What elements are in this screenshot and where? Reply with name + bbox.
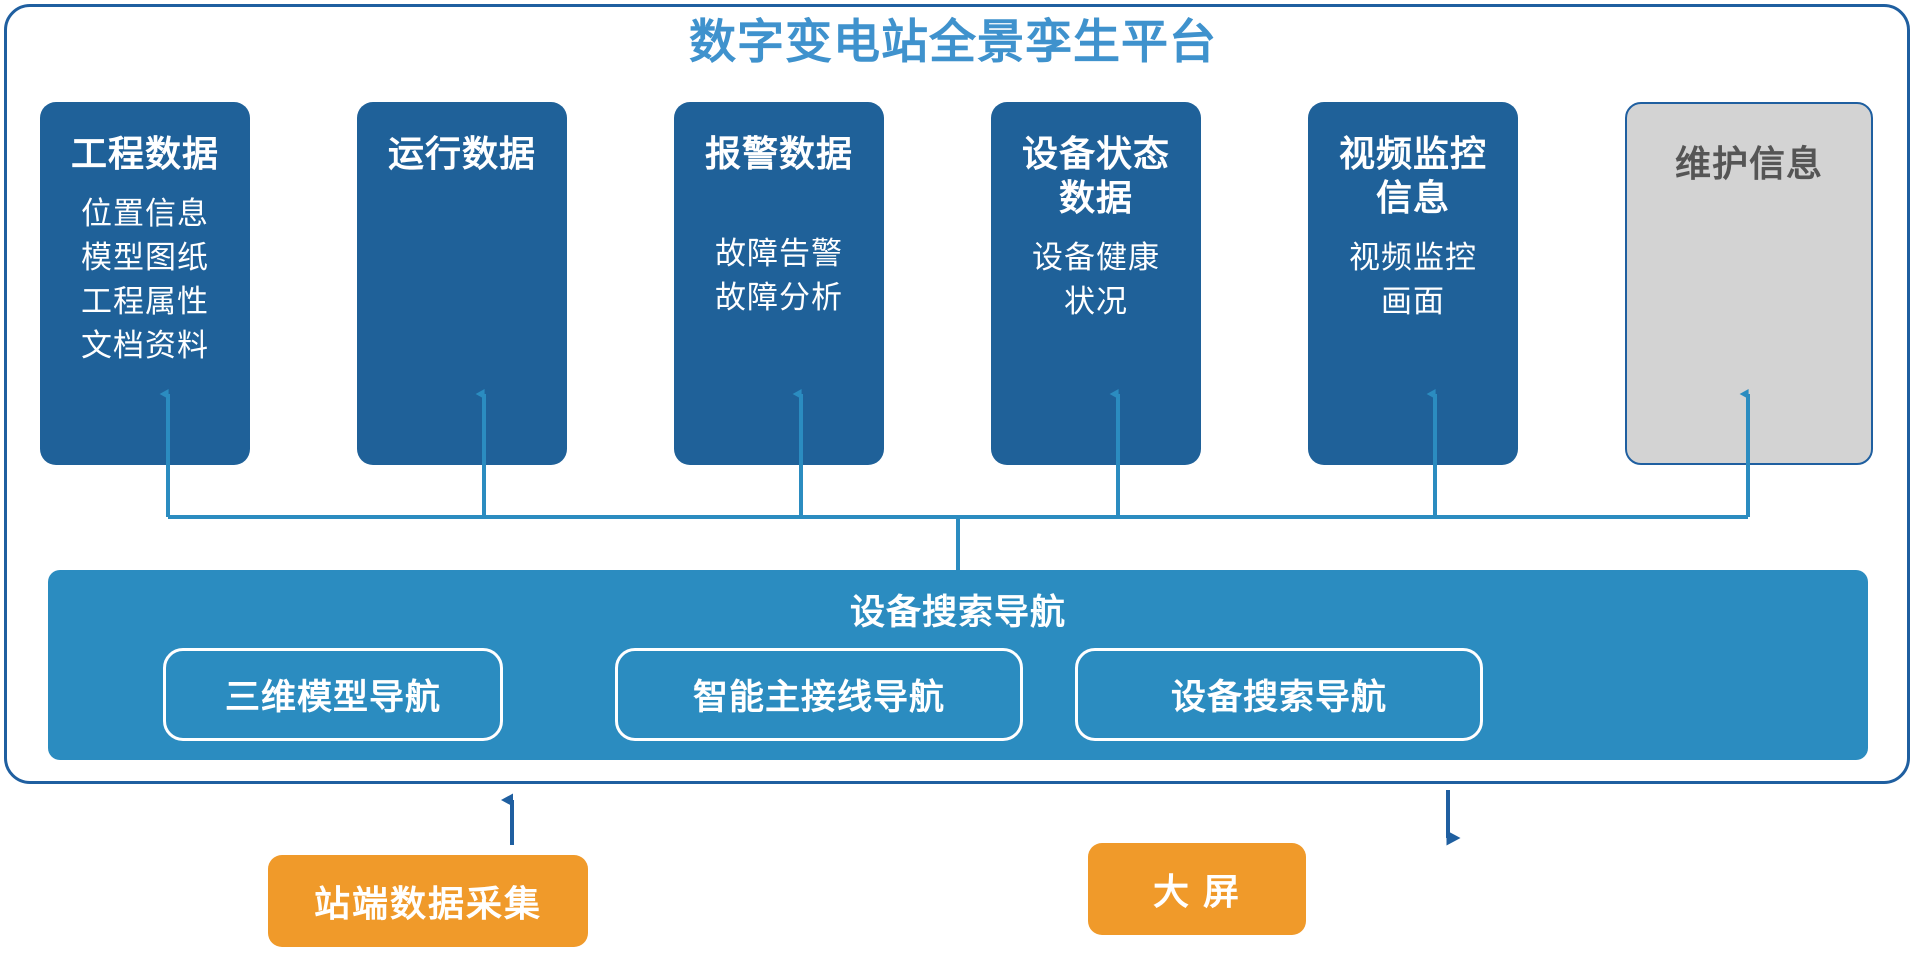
big-screen-label: 大 屏 — [1152, 871, 1241, 912]
card-item: 状况 — [1064, 283, 1128, 319]
data-card-operation[interactable]: 运行数据 — [357, 102, 567, 465]
card-item: 设备健康 — [1032, 239, 1160, 275]
data-card-device-status[interactable]: 设备状态 数据 设备健康 状况 — [991, 102, 1201, 465]
card-title-line2: 信息 — [1375, 176, 1450, 218]
nav-band-title: 设备搜索导航 — [849, 593, 1066, 632]
card-title: 运行数据 — [387, 133, 536, 174]
card-item: 画面 — [1381, 283, 1445, 319]
nav-pill-3d-model[interactable]: 三维模型导航 — [163, 648, 503, 741]
card-title: 工程数据 — [70, 133, 219, 174]
card-item-list: 故障告警 故障分析 — [682, 232, 876, 320]
data-card-video-monitoring[interactable]: 视频监控 信息 视频监控 画面 — [1308, 102, 1518, 465]
nav-pill-label: 设备搜索导航 — [1170, 678, 1387, 717]
card-item: 文档资料 — [81, 327, 209, 363]
card-item: 工程属性 — [81, 283, 209, 319]
card-item: 模型图纸 — [81, 239, 209, 275]
card-item-list: 位置信息 模型图纸 工程属性 文档资料 — [48, 192, 242, 368]
card-title: 设备状态 数据 — [999, 132, 1193, 220]
station-data-collection-label: 站端数据采集 — [313, 883, 542, 924]
card-title-line1: 设备状态 — [1021, 133, 1170, 174]
card-item: 故障告警 — [715, 235, 843, 271]
card-title: 视频监控 信息 — [1316, 132, 1510, 220]
nav-pill-label: 三维模型导航 — [224, 678, 441, 717]
card-title: 报警数据 — [704, 133, 853, 174]
data-card-engineering[interactable]: 工程数据 位置信息 模型图纸 工程属性 文档资料 — [40, 102, 250, 465]
big-screen-box[interactable]: 大 屏 — [1088, 843, 1306, 935]
data-cards-row: 工程数据 位置信息 模型图纸 工程属性 文档资料 运行数据 报警数据 故障告警 … — [40, 102, 1873, 465]
page-title: 数字变电站全景孪生平台 — [689, 15, 1217, 68]
card-item: 位置信息 — [81, 195, 209, 231]
device-search-nav-band: 设备搜索导航 三维模型导航 智能主接线导航 设备搜索导航 — [48, 570, 1868, 760]
card-item-list: 设备健康 状况 — [999, 236, 1193, 324]
station-data-collection-box[interactable]: 站端数据采集 — [268, 855, 588, 947]
card-item: 故障分析 — [715, 279, 843, 315]
card-title-line1: 视频监控 — [1338, 133, 1487, 174]
nav-pill-smart-main-wiring[interactable]: 智能主接线导航 — [615, 648, 1023, 741]
card-title: 维护信息 — [1674, 143, 1823, 184]
nav-pill-device-search[interactable]: 设备搜索导航 — [1075, 648, 1483, 741]
card-title-line2: 数据 — [1058, 176, 1133, 218]
card-item: 视频监控 — [1349, 239, 1477, 275]
card-item-list: 视频监控 画面 — [1316, 236, 1510, 324]
nav-pill-label: 智能主接线导航 — [692, 678, 945, 717]
data-card-alarm[interactable]: 报警数据 故障告警 故障分析 — [674, 102, 884, 465]
data-card-maintenance[interactable]: 维护信息 — [1625, 102, 1873, 465]
